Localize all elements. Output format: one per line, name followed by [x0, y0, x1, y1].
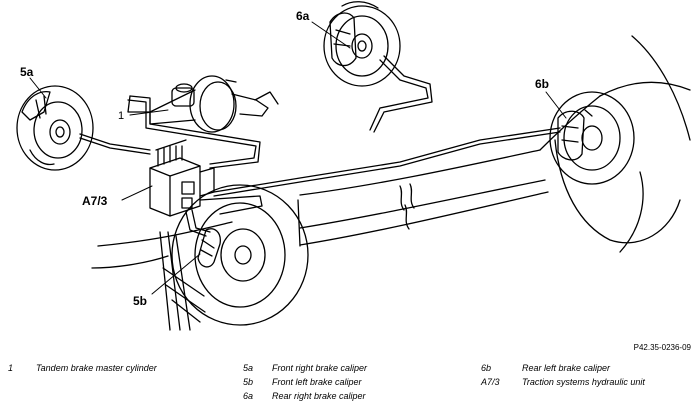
brake-lines	[79, 55, 561, 237]
legend-num-1: 1	[8, 363, 14, 373]
legend-text-6a: Rear right brake caliper	[272, 391, 366, 401]
legend-num-5a: 5a	[243, 363, 254, 373]
legend-text-5b: Front left brake caliper	[272, 377, 362, 387]
callout-6a: 6a	[296, 9, 310, 23]
front-right-wheel	[16, 85, 94, 171]
legend: 1 Tandem brake master cylinder 5a Front …	[0, 357, 699, 409]
callout-a7-3: A7/3	[82, 194, 108, 208]
callout-6b: 6b	[535, 77, 549, 91]
legend-num-5b: 5b	[243, 377, 254, 387]
hydraulic-unit	[149, 139, 215, 217]
callout-5a: 5a	[20, 65, 34, 79]
brake-system-diagram: 6a 5a 1 6b A7/3 5b	[16, 1, 691, 331]
legend-num-a7-3: A7/3	[481, 377, 500, 387]
legend-text-5a: Front right brake caliper	[272, 363, 368, 373]
legend-text-1: Tandem brake master cylinder	[36, 363, 157, 373]
vehicle-body-outline	[91, 35, 691, 269]
figure-reference: P42.35-0236-09	[633, 343, 691, 352]
legend-text-6b: Rear left brake caliper	[522, 363, 611, 373]
legend-text-a7-3: Traction systems hydraulic unit	[522, 377, 645, 387]
rear-left-wheel	[549, 91, 681, 244]
leader-lines	[29, 21, 567, 295]
front-left-wheel	[159, 184, 309, 331]
brake-booster-master-cylinder	[149, 75, 279, 133]
rear-right-wheel	[323, 1, 401, 87]
callout-5b: 5b	[133, 294, 147, 308]
legend-num-6a: 6a	[243, 391, 254, 401]
legend-num-6b: 6b	[481, 363, 492, 373]
callout-1: 1	[118, 110, 124, 122]
